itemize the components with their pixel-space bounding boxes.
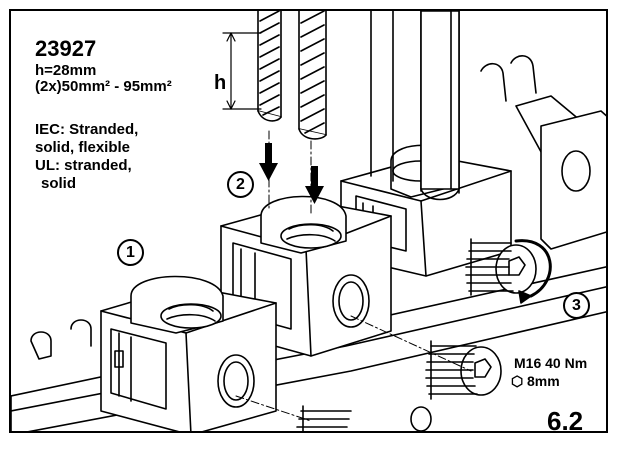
iec-conductor-spec-cont: solid, flexible <box>35 139 131 156</box>
hex-key-size: 8mm <box>527 373 560 389</box>
cable-right <box>298 11 327 140</box>
height-dimension <box>222 32 262 110</box>
height-spec: h=28mm <box>35 62 97 79</box>
height-dimension-label: h <box>214 72 227 94</box>
iec-conductor-spec: IEC: Stranded, <box>35 121 139 138</box>
rail-bracket <box>540 110 606 250</box>
figure-number: 6.2 <box>547 406 584 433</box>
step-3-marker: 3 <box>563 292 590 319</box>
loose-screw-middle <box>425 340 502 400</box>
loose-screw-front <box>296 405 432 431</box>
terminal-block-illustration <box>11 11 606 431</box>
step-1-marker: 1 <box>117 239 144 266</box>
insert-arrows <box>259 143 324 204</box>
part-number: 23927 <box>35 36 97 61</box>
screwdriver <box>370 11 460 201</box>
ul-conductor-spec-cont: solid <box>41 175 77 192</box>
cross-section-spec: (2x)50mm² - 95mm² <box>35 78 172 95</box>
clamp-1 <box>100 275 277 431</box>
ul-conductor-spec: UL: stranded, <box>35 157 132 174</box>
torque-spec: M16 40 Nm <box>514 355 588 371</box>
rotation-arrow-icon <box>514 239 552 304</box>
diagram-frame: 23927 h=28mm (2x)50mm² - 95mm² IEC: Stra… <box>9 9 608 433</box>
hexagon-icon: ⬡ <box>511 373 524 389</box>
cable-left <box>257 11 282 122</box>
step-2-marker: 2 <box>227 171 254 198</box>
clamp-screw-right <box>465 238 537 296</box>
